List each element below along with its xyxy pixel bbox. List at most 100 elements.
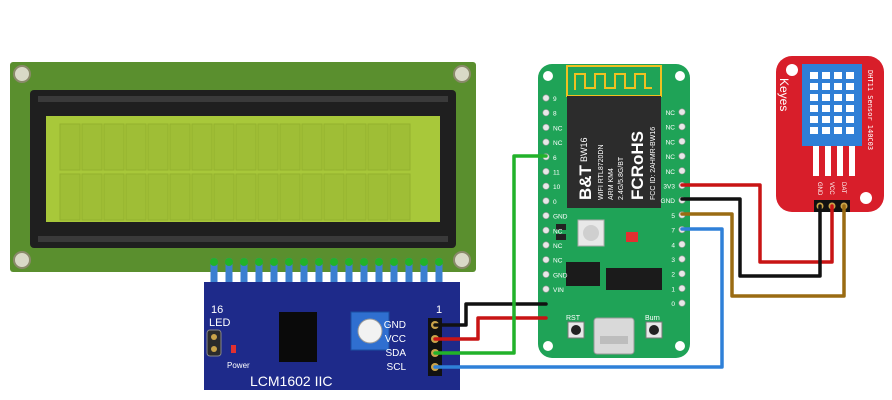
grille-slot — [810, 116, 818, 123]
sensor-pin-dat: DAT — [840, 182, 846, 194]
power-led-icon — [231, 345, 236, 353]
lcd-char-cell — [103, 173, 125, 221]
mcu-left-pin-label: NC — [553, 140, 563, 147]
mcu-left-pin — [542, 256, 550, 264]
pin-1-label: 1 — [436, 304, 442, 316]
mcu-right-pin — [678, 152, 686, 160]
lcd-char-cell — [191, 173, 213, 221]
lcd-char-cell — [301, 123, 323, 171]
module-brand: B&T — [576, 164, 595, 200]
grille-slot — [822, 105, 830, 112]
rst-button[interactable] — [567, 321, 585, 339]
mcu-left-pin-label: 6 — [553, 155, 557, 162]
lcd-char-cell — [279, 173, 301, 221]
wire-sensor-vcc — [680, 183, 834, 264]
lcd-char-cell — [323, 173, 345, 221]
grille-slot — [810, 83, 818, 90]
mcu-right-pin-label: NC — [666, 139, 676, 146]
grille-slot — [846, 72, 854, 79]
mcu-right-pin — [678, 299, 686, 307]
mounting-hole-icon — [453, 251, 471, 269]
lcd-char-cell — [59, 123, 81, 171]
lcd-char-cell — [257, 123, 279, 171]
module-line3: 2.4G/5.8G/BT — [618, 156, 625, 200]
mcu-right-pin — [678, 167, 686, 175]
mcu-right-pin-label: NC — [666, 110, 676, 117]
lcd-char-cell — [345, 123, 367, 171]
lcd-char-cell — [147, 173, 169, 221]
pin-16-label: 16 — [211, 304, 223, 316]
grille-slot — [810, 94, 818, 101]
grille-slot — [834, 105, 842, 112]
lcd-char-cell — [103, 123, 125, 171]
grille-slot — [846, 105, 854, 112]
sensor-brand: Keyes — [777, 78, 791, 111]
module-fcc: FCC ID: 2AHMR-BW16 — [650, 127, 657, 200]
lcd-char-cell — [257, 173, 279, 221]
i2c-chip — [279, 312, 317, 362]
wire-sensor-gnd — [680, 197, 822, 278]
wire-vcc-i2c — [433, 316, 548, 341]
wires — [433, 154, 846, 369]
mounting-hole-icon — [13, 251, 31, 269]
mcu-right-pin-label: NC — [666, 125, 676, 132]
mcu-right-pin — [678, 123, 686, 131]
lcd-char-cell — [191, 123, 213, 171]
mcu-left-pin-label: NC — [553, 125, 563, 132]
grille-slot — [822, 72, 830, 79]
mcu-left-pin — [542, 226, 550, 234]
burn-button[interactable] — [645, 321, 663, 339]
grille-slot — [846, 94, 854, 101]
mcu-left-pin — [542, 285, 550, 293]
wire-sda — [433, 154, 548, 355]
rst-label: RST — [566, 315, 581, 322]
mcu-left-pin — [542, 197, 550, 205]
module-model: BW16 — [579, 137, 589, 162]
mcu-right-pin — [678, 240, 686, 248]
mcu-left-pin-label: 10 — [553, 184, 561, 191]
mcu-right-pin-label: 0 — [671, 301, 675, 308]
antenna-icon — [574, 73, 652, 90]
lcd-char-cell — [345, 173, 367, 221]
grille-slot — [834, 127, 842, 134]
sensor-grille — [810, 72, 854, 134]
usb-chip — [566, 262, 600, 286]
contrast-potentiometer[interactable] — [350, 311, 390, 351]
mcu-right-pin-label: NC — [666, 169, 676, 176]
lcd-char-cell — [323, 123, 345, 171]
mcu-left-pin-label: 11 — [553, 170, 560, 177]
lcd-char-cell — [59, 173, 81, 221]
sensor-label: DHT11 Sensor 140C03 — [866, 70, 874, 150]
mcu-left-pin — [542, 94, 550, 102]
bw16-board: B&T BW16 WIFI RTL8720DN ARM KM4 2.4G/5.8… — [538, 64, 690, 358]
mounting-hole-icon — [13, 65, 31, 83]
grille-slot — [846, 127, 854, 134]
module-rohs: FCRoHS — [628, 131, 647, 200]
grille-slot — [822, 94, 830, 101]
module-line1: WIFI RTL8720DN — [598, 145, 605, 201]
grille-slot — [822, 116, 830, 123]
lcd-char-cell — [125, 123, 147, 171]
wifi-module — [567, 96, 661, 208]
mcu-right-pin-label: 3 — [671, 257, 675, 264]
grille-slot — [810, 72, 818, 79]
led-jumper[interactable] — [206, 329, 222, 357]
lcd-char-cell — [235, 123, 257, 171]
mcu-left-pin — [542, 168, 550, 176]
lcd-char-cell — [389, 173, 411, 221]
lcd-char-cell — [169, 123, 191, 171]
pin-vcc-label: VCC — [385, 334, 406, 345]
lcd-char-cell — [81, 123, 103, 171]
grille-slot — [822, 127, 830, 134]
lcd-char-cell — [213, 173, 235, 221]
mcu-left-pin — [542, 270, 550, 278]
pin-scl-label: SCL — [387, 362, 407, 373]
wire-scl — [433, 227, 724, 369]
power-label: Power — [227, 361, 250, 370]
lcd-char-cell — [147, 123, 169, 171]
mounting-hole-icon — [453, 65, 471, 83]
grille-slot — [822, 83, 830, 90]
mcu-left-pin-label: VIN — [553, 287, 564, 294]
